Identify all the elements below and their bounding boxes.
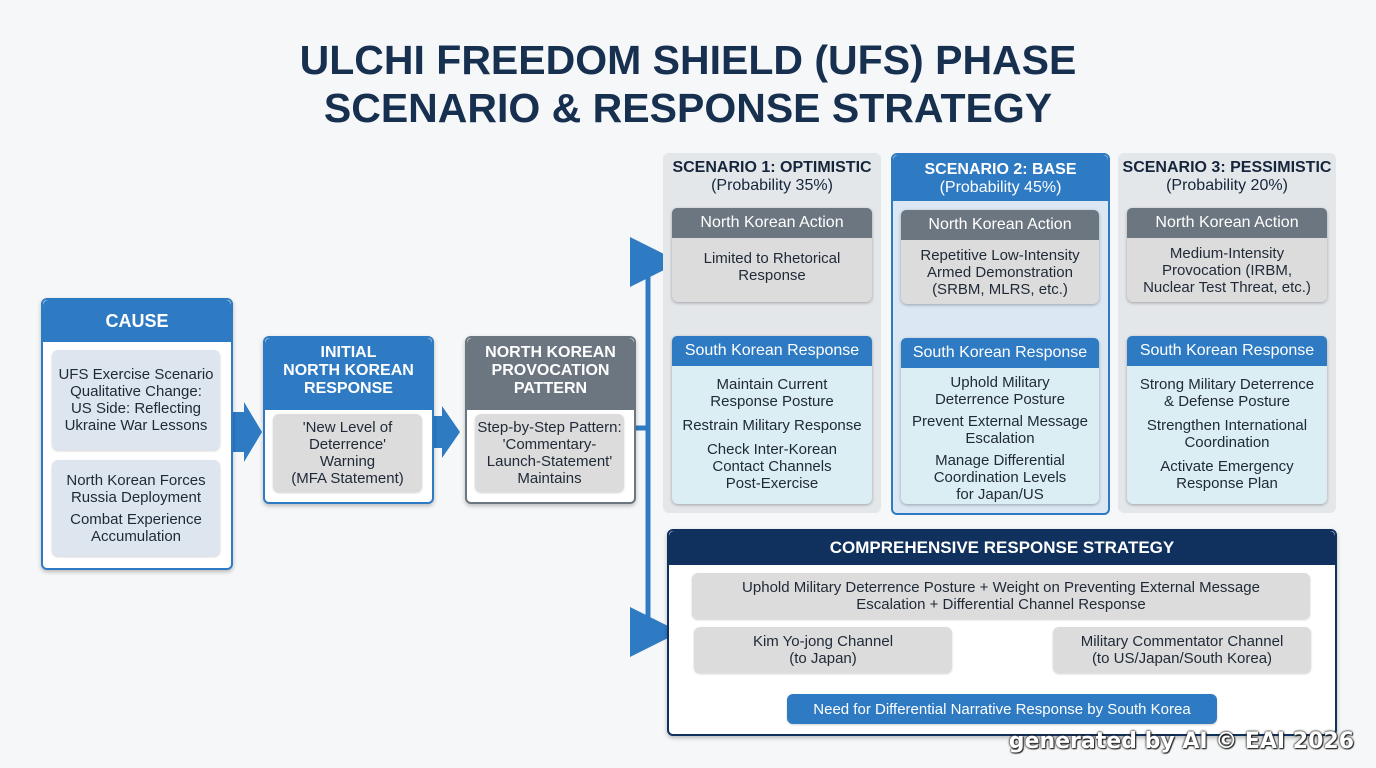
scenario-3-heading: SCENARIO 3: PESSIMISTIC (Probability 20%… xyxy=(1122,159,1332,194)
strategy-header: COMPREHENSIVE RESPONSE STRATEGY xyxy=(669,531,1335,565)
scenario-1-nk-action-label: North Korean Action xyxy=(672,208,872,238)
scenario-2-panel: SCENARIO 2: BASE (Probability 45%) North… xyxy=(891,153,1110,515)
page-title-line-1: ULCHI FREEDOM SHIELD (UFS) PHASE xyxy=(299,37,1077,83)
arrow-initial-to-provocation xyxy=(432,406,460,458)
scenario-2-nk-action-box: North Korean Action Repetitive Low-Inten… xyxy=(901,210,1099,304)
scenario-2-heading: SCENARIO 2: BASE (Probability 45%) xyxy=(924,161,1077,196)
scenario-1-heading: SCENARIO 1: OPTIMISTIC (Probability 35%) xyxy=(672,159,872,194)
scenario-2-sk-response-label: South Korean Response xyxy=(901,338,1099,368)
strategy-military-commentator-channel: Military Commentator Channel (to US/Japa… xyxy=(1053,627,1311,673)
initial-response-header: INITIAL NORTH KOREAN RESPONSE xyxy=(265,338,432,410)
strategy-kim-yo-jong-channel: Kim Yo-jong Channel (to Japan) xyxy=(694,627,952,673)
scenario-3-panel: SCENARIO 3: PESSIMISTIC (Probability 20%… xyxy=(1118,153,1336,513)
scenario-2-sk-response-box: South Korean Response Uphold Military De… xyxy=(901,338,1099,504)
initial-response-panel: INITIAL NORTH KOREAN RESPONSE 'New Level… xyxy=(263,336,434,504)
scenario-3-sk-response-label: South Korean Response xyxy=(1127,336,1327,366)
scenario-1-panel: SCENARIO 1: OPTIMISTIC (Probability 35%)… xyxy=(663,153,881,513)
watermark: generated by AI © EAI 2026 xyxy=(1008,729,1354,754)
scenario-3-nk-action-label: North Korean Action xyxy=(1127,208,1327,238)
cause-box-2: North Korean Forces Russia Deployment Co… xyxy=(52,460,220,556)
strategy-main-box: Uphold Military Deterrence Posture + Wei… xyxy=(692,573,1310,619)
strategy-narrative-response-box: Need for Differential Narrative Response… xyxy=(787,694,1217,724)
arrow-cause-to-initial xyxy=(230,402,262,462)
cause-header: CAUSE xyxy=(43,300,231,342)
scenario-2-heading-bg xyxy=(893,155,1108,201)
cause-box-1: UFS Exercise Scenario Qualitative Change… xyxy=(52,350,220,450)
strategy-panel: COMPREHENSIVE RESPONSE STRATEGY Uphold M… xyxy=(667,529,1337,736)
scenario-3-sk-response-box: South Korean Response Strong Military De… xyxy=(1127,336,1327,504)
initial-response-box: 'New Level of Deterrence' Warning (MFA S… xyxy=(273,414,422,492)
page-title-line-2: SCENARIO & RESPONSE STRATEGY xyxy=(323,85,1053,131)
scenario-3-nk-action-box: North Korean Action Medium-Intensity Pro… xyxy=(1127,208,1327,302)
scenario-2-nk-action-label: North Korean Action xyxy=(901,210,1099,240)
cause-panel: CAUSE UFS Exercise Scenario Qualitative … xyxy=(41,298,233,570)
provocation-pattern-panel: NORTH KOREAN PROVOCATION PATTERN Step-by… xyxy=(465,336,636,504)
scenario-1-nk-action-box: North Korean Action Limited to Rhetorica… xyxy=(672,208,872,302)
provocation-pattern-box: Step-by-Step Pattern: 'Commentary- Launc… xyxy=(475,414,624,492)
branch-connector xyxy=(630,237,680,657)
scenario-1-sk-response-box: South Korean Response Maintain Current R… xyxy=(672,336,872,504)
provocation-pattern-header: NORTH KOREAN PROVOCATION PATTERN xyxy=(467,338,634,410)
scenario-1-sk-response-label: South Korean Response xyxy=(672,336,872,366)
